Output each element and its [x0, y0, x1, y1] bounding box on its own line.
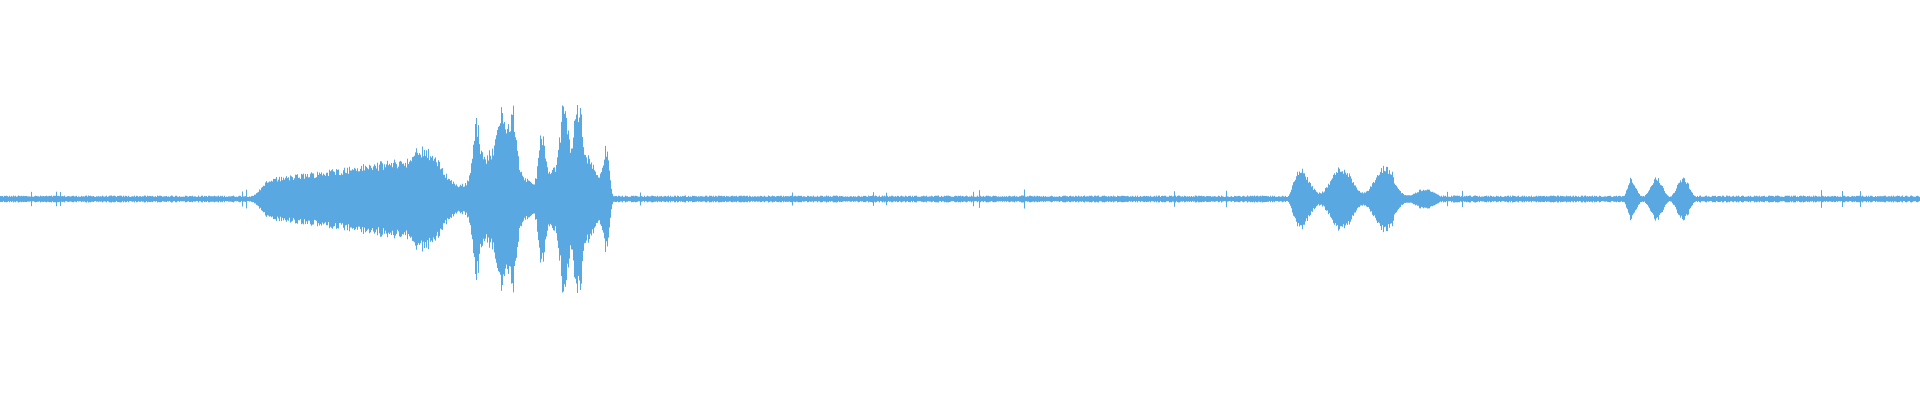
waveform-amplitude-bars	[0, 105, 1920, 293]
